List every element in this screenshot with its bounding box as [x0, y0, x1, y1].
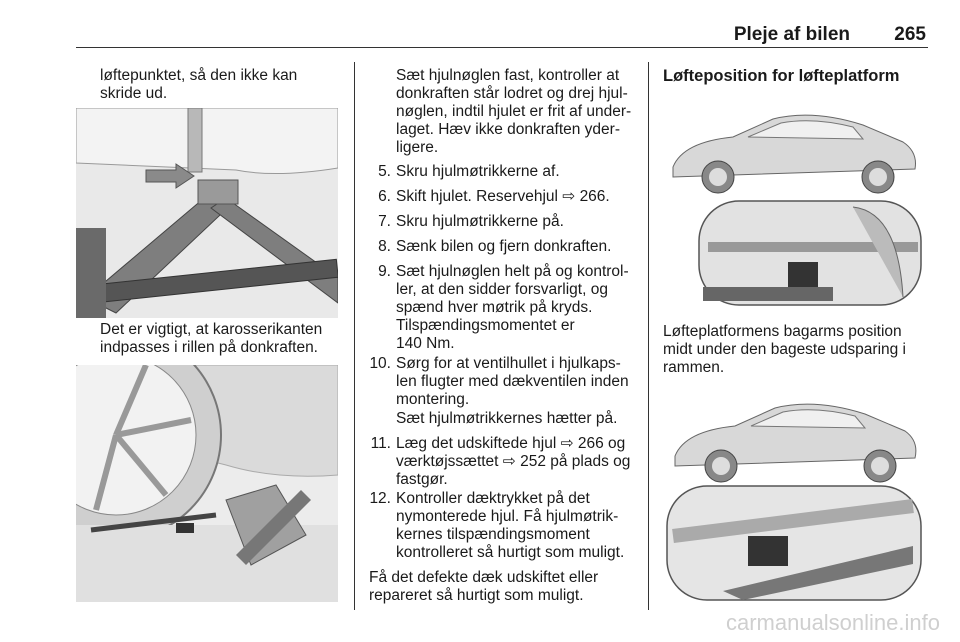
middle-closing-text: Få det defekte dæk udskiftet eller repar…	[369, 569, 598, 605]
text-line: Få det defekte dæk udskiftet eller	[369, 569, 599, 586]
step-item: 9. Sæt hjulnøglen helt på og kontrol- le…	[378, 263, 629, 353]
text-line: Sæt hjulnøglen fast, kontroller at	[396, 67, 620, 84]
text-line: Sæt hjulmøtrikkernes hætter på.	[396, 410, 618, 427]
text-line: nymonterede hjul. Få hjulmøtrik-	[396, 508, 619, 525]
jack-with-wrench-illustration	[76, 365, 338, 602]
text-line: ligere.	[396, 139, 439, 156]
text-line: løftepunktet, så den ikke kan	[100, 67, 298, 84]
step-number: 10.	[369, 355, 391, 372]
step-item: 7. Skru hjulmøtrikkerne på.	[378, 213, 564, 231]
step-number: 6.	[378, 188, 391, 205]
text-line: montering.	[396, 391, 470, 408]
text-line: værktøjssættet ⇨ 252 på plads og	[396, 453, 631, 470]
text-line: len flugter med dækventilen inden	[396, 373, 629, 390]
text-line: 140 Nm.	[396, 335, 455, 352]
text-line: kontrolleret så hurtigt som muligt.	[396, 544, 625, 561]
section-heading: Løfteposition for løfteplatform	[663, 67, 900, 85]
column-divider	[354, 62, 355, 610]
text-line: Sæt hjulnøglen helt på og kontrol-	[396, 263, 629, 280]
text-line: laget. Hæv ikke donkraften yder-	[396, 121, 620, 138]
text-line: midt under den bageste udsparing i	[663, 341, 906, 358]
text-line: Sænk bilen og fjern donkraften.	[396, 238, 612, 255]
text-line: Kontroller dæktrykket på det	[396, 490, 590, 507]
step-number: 5.	[378, 163, 391, 180]
step-item: 5. Skru hjulmøtrikkerne af.	[378, 163, 560, 181]
lift-platform-rear-arm-illustration	[663, 386, 925, 604]
text-line: repareret så hurtigt som muligt.	[369, 587, 584, 604]
text-line: skride ud.	[100, 85, 168, 102]
text-line: Løfteplatformens bagarms position	[663, 323, 902, 340]
header-rule	[76, 47, 928, 48]
lift-platform-position-illustration	[663, 97, 925, 309]
page-header: Pleje af bilen 265	[76, 0, 928, 50]
middle-continuation-text: Sæt hjulnøglen fast, kontroller at donkr…	[396, 67, 631, 157]
step-item: 12. Kontroller dæktrykket på det nymonte…	[369, 490, 625, 562]
step-number: 8.	[378, 238, 391, 255]
text-line: spænd hver møtrik på kryds.	[396, 299, 593, 316]
section-title: Pleje af bilen	[733, 24, 850, 45]
text-line: Skru hjulmøtrikkerne af.	[396, 163, 560, 180]
watermark: carmanualsonline.info	[725, 610, 940, 635]
step-item: Sæt hjulmøtrikkernes hætter på.	[396, 410, 617, 428]
step-item: 6. Skift hjulet. Reservehjul ⇨ 266.	[378, 188, 610, 206]
step-number: 12.	[369, 490, 391, 507]
column-divider	[648, 62, 649, 610]
step-number: 9.	[378, 263, 391, 280]
text-line: Tilspændingsmomentet er	[396, 317, 575, 334]
text-line: donkraften står lodret og drej hjul-	[396, 85, 628, 102]
text-line: Læg det udskiftede hjul ⇨ 266 og	[396, 435, 626, 452]
step-number: 11.	[370, 435, 391, 452]
left-caption: Det er vigtigt, at karosserikanten indpa…	[100, 321, 322, 357]
text-line: ler, at den sidder forsvarligt, og	[396, 281, 608, 298]
text-line: Skru hjulmøtrikkerne på.	[396, 213, 564, 230]
text-line: nøglen, indtil hjulet er frit af under-	[396, 103, 632, 120]
step-item: 8. Sænk bilen og fjern donkraften.	[378, 238, 612, 256]
step-item: 11. Læg det udskiftede hjul ⇨ 266 og vær…	[371, 435, 631, 489]
text-line: Det er vigtigt, at karosserikanten	[100, 321, 323, 338]
left-intro-text: løftepunktet, så den ikke kan skride ud.	[100, 67, 297, 103]
text-line: kernes tilspændingsmoment	[396, 526, 590, 543]
text-line: rammen.	[663, 359, 725, 376]
text-line: Sørg for at ventilhullet i hjulkaps-	[396, 355, 621, 372]
text-line: indpasses i rillen på donkraften.	[100, 339, 318, 356]
text-line: Skift hjulet. Reservehjul ⇨ 266.	[396, 188, 610, 205]
step-number: 7.	[378, 213, 391, 230]
page-number: 265	[894, 24, 926, 45]
right-caption: Løfteplatformens bagarms position midt u…	[663, 323, 906, 377]
text-line: fastgør.	[396, 471, 448, 488]
jack-position-illustration	[76, 108, 338, 318]
step-item: 10. Sørg for at ventilhullet i hjulkaps-…	[369, 355, 629, 409]
